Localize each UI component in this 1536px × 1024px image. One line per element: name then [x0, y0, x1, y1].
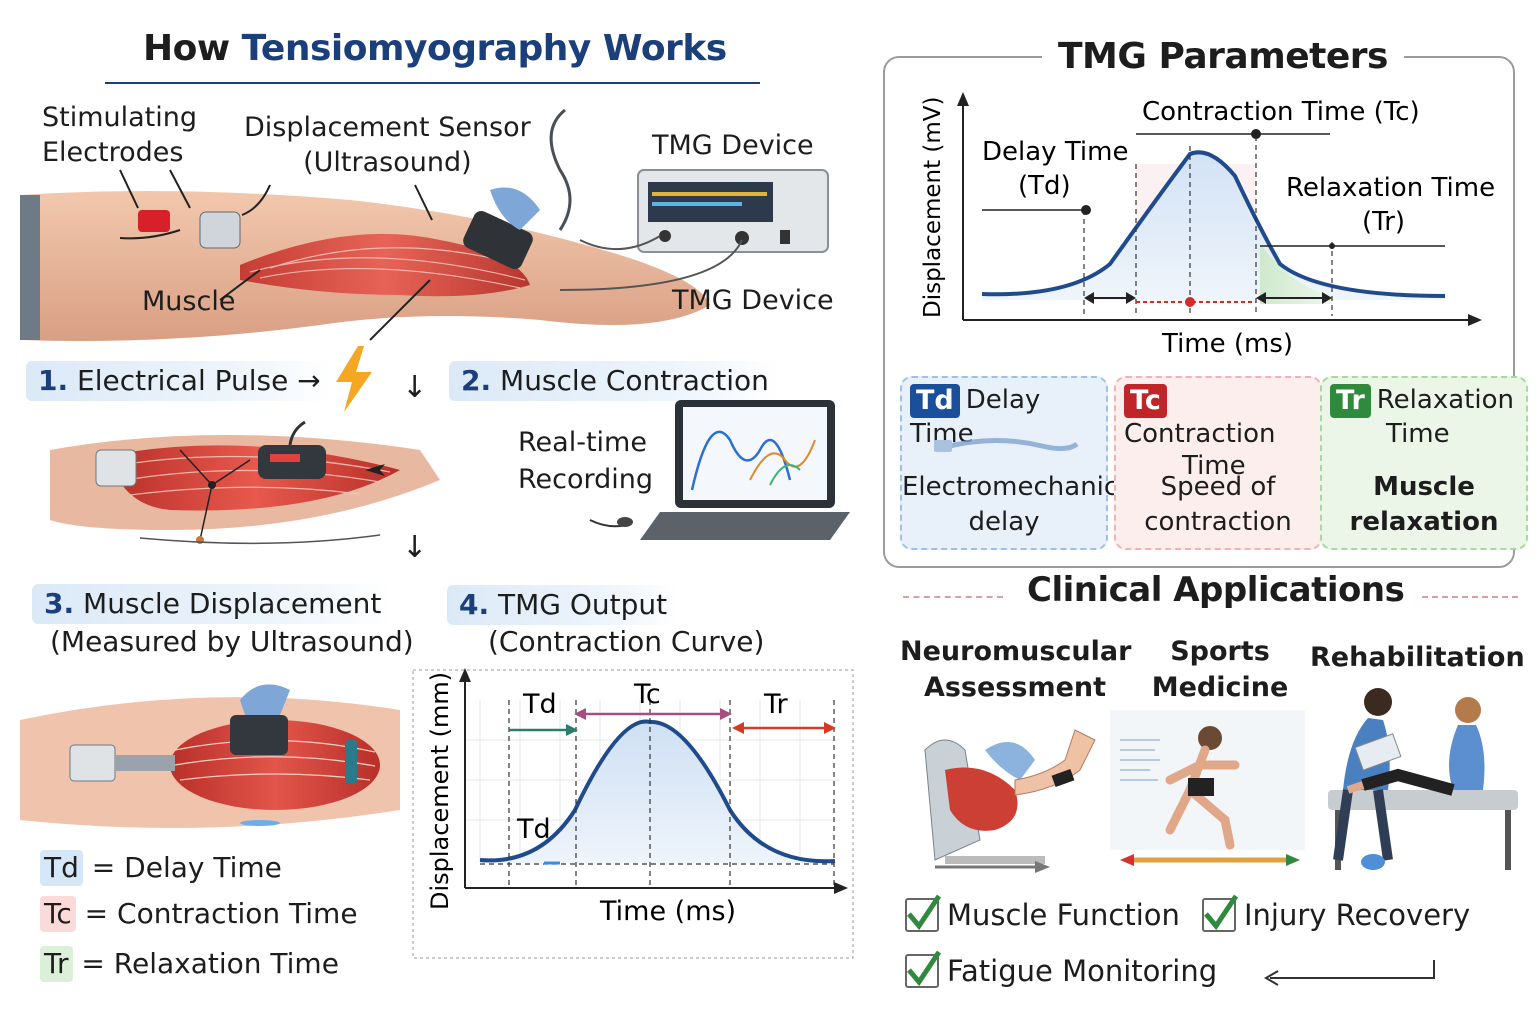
params-chart-ylabel: Displacement (mV): [920, 96, 946, 318]
arrow-down-icon: ↓: [402, 530, 428, 565]
legend-tc: Tc = Contraction Time: [40, 896, 358, 932]
step-4: 4. TMG Output: [447, 585, 680, 625]
tmg-output-chart: Displacement (mm) Time (ms) Td Tc Tr Td: [412, 668, 854, 959]
output-chart-tc: Tc: [633, 679, 661, 710]
label-stimulating-electrodes: Stimulating Electrodes: [42, 102, 198, 168]
step-2: 2. Muscle Contraction: [449, 361, 781, 401]
check-fatigue-monitoring: Fatigue Monitoring: [905, 950, 1217, 990]
main-title: How Tensiomyography Works: [143, 28, 727, 69]
label-realtime-recording: Real-time Recording: [518, 427, 654, 495]
params-chart-td-line1: Delay Time: [982, 137, 1128, 167]
badge-tr: Tr: [1330, 384, 1371, 418]
title-underline: [105, 82, 760, 84]
neuromuscular-illustration: [924, 729, 1096, 873]
checkmark-icon: [905, 894, 941, 932]
badge-tc: Tc: [1124, 384, 1167, 418]
tmg-parameters-chart: Displacement (mV) Time (ms) Contraction …: [920, 92, 1495, 359]
params-chart-tr-line2: (Tr): [1362, 207, 1405, 237]
arrow-right-icon: →: [297, 364, 321, 397]
app-rehabilitation: Rehabilitation: [1310, 642, 1525, 673]
badge-td: Td: [910, 384, 960, 418]
check-injury-recovery: Injury Recovery: [1202, 894, 1470, 934]
output-chart-xlabel: Time (ms): [599, 896, 736, 927]
lightning-icon: [336, 346, 372, 412]
legend-tr-abbr: Tr: [40, 946, 73, 982]
leg-illustration-middle: [50, 420, 440, 545]
return-arrow-icon: [1264, 960, 1435, 986]
legend-tc-abbr: Tc: [40, 896, 76, 932]
param-card-tc: TcContraction Time Speed of contraction: [1114, 376, 1322, 550]
checkmark-icon: [905, 950, 941, 988]
apps-divider-left: [903, 596, 1003, 598]
nerve-icon: [934, 437, 1079, 452]
params-chart-xlabel: Time (ms): [1161, 329, 1293, 359]
check-muscle-function: Muscle Function: [905, 894, 1180, 934]
output-chart-td: Td: [522, 689, 557, 720]
rehabilitation-illustration: [1328, 688, 1518, 870]
label-tmg-device-bottom: TMG Device: [672, 285, 834, 316]
step-3-subtitle: (Measured by Ultrasound): [50, 625, 414, 658]
leg-illustration-top: [20, 108, 829, 341]
step-1: 1. Electrical Pulse →: [26, 361, 333, 401]
step-4-subtitle: (Contraction Curve): [488, 625, 765, 658]
legend-tr: Tr = Relaxation Time: [40, 946, 339, 982]
laptop-illustration: [589, 400, 850, 540]
legend-td: Td = Delay Time: [40, 850, 282, 886]
apps-divider-right: [1422, 596, 1518, 598]
arrow-down-icon: ↓: [402, 370, 428, 405]
sports-illustration: [1110, 710, 1305, 866]
label-tmg-device-top: TMG Device: [652, 130, 814, 161]
app-neuromuscular: Neuromuscular Assessment: [900, 636, 1132, 703]
step-3: 3. Muscle Displacement: [32, 584, 394, 624]
output-chart-td-inner: Td: [516, 814, 551, 845]
legend-td-abbr: Td: [40, 850, 83, 886]
app-sports: Sports Medicine: [1151, 636, 1289, 703]
label-muscle: Muscle: [142, 286, 236, 317]
label-displacement-sensor: Displacement Sensor (Ultrasound): [244, 112, 531, 178]
tmg-parameters-title: TMG Parameters: [1042, 36, 1404, 77]
output-chart-ylabel: Displacement (mm): [426, 672, 454, 910]
params-chart-td-line2: (Td): [1018, 171, 1071, 201]
checkmark-icon: [1202, 894, 1238, 932]
clinical-applications-title: Clinical Applications: [1027, 570, 1405, 610]
output-chart-tr: Tr: [763, 689, 789, 720]
params-chart-tr-line1: Relaxation Time: [1286, 173, 1495, 203]
params-chart-tc-label: Contraction Time (Tc): [1142, 97, 1420, 127]
leg-illustration-bottom: [20, 684, 400, 828]
